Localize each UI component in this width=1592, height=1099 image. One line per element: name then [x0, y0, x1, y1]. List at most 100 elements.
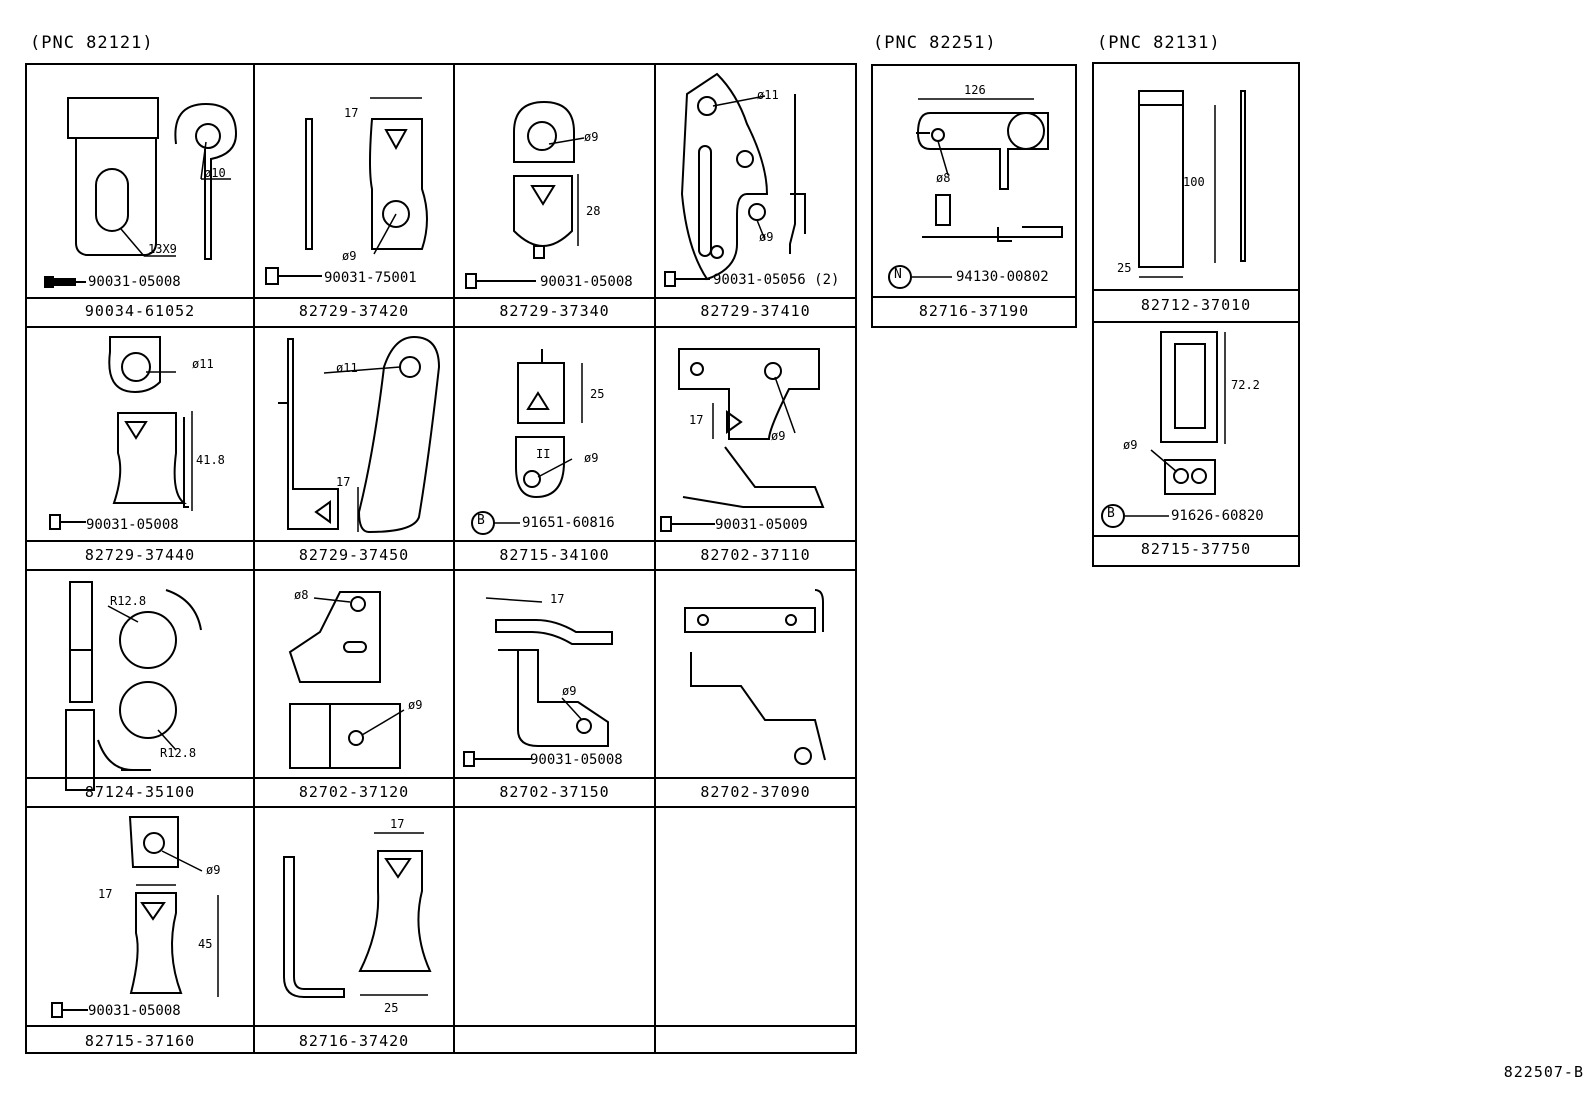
dim-label: 25	[590, 387, 605, 401]
bracket-drawing	[684, 589, 826, 765]
plate-drawing	[1138, 90, 1246, 278]
bolt-part-number: 90031-05009	[715, 517, 808, 533]
bracket-drawing	[664, 72, 806, 287]
bolt-part-number: 90031-05008	[530, 752, 623, 768]
part-cell-82729-37340[interactable]: ø9 28 90031-05008	[454, 64, 655, 327]
clamp-drawing	[49, 336, 193, 530]
marker-n-icon: N	[894, 267, 902, 282]
pnc-82121-header: (PNC 82121)	[30, 33, 154, 53]
bolt-part-number: 90031-05056 (2)	[713, 272, 840, 288]
part-cell-82712-37010[interactable]: 100 25	[1093, 63, 1299, 290]
bracket-drawing	[278, 335, 441, 534]
dim-label: ø9	[759, 230, 774, 244]
dim-label: ø8	[294, 588, 309, 602]
bolt-part-number: 90031-05008	[540, 274, 633, 290]
part-cell-82716-37420[interactable]: 17 25	[254, 807, 454, 1026]
part-number: 82729-37440	[84, 546, 196, 564]
part-cell-82715-37750[interactable]: 72.2 ø9 B 91626-60820	[1093, 322, 1299, 536]
part-cell-82702-37120[interactable]: ø8 ø9	[254, 570, 454, 807]
dim-label: ø11	[192, 357, 214, 371]
part-cell-82729-37420[interactable]: 17 ø9 90031-75001	[254, 64, 454, 327]
pnc-82131-header: (PNC 82131)	[1097, 33, 1221, 53]
dim-label: 17	[390, 817, 405, 831]
marker-b-icon: B	[1107, 506, 1115, 521]
part-cell-82715-34100[interactable]: 25 ø9 II B 91651-60816	[454, 327, 655, 570]
part-cell-90034-61052[interactable]: 13X9 ø10 90031-05008	[26, 64, 254, 327]
dim-label: 72.2	[1231, 378, 1260, 392]
part-number: 82715-34100	[499, 546, 610, 564]
dim-label: ø10	[204, 166, 226, 180]
bracket-drawing	[283, 832, 432, 998]
part-cell-82729-37410[interactable]: ø11 ø9 90031-05056 (2)	[655, 64, 856, 327]
dim-label: ø11	[336, 361, 358, 375]
part-cell-82716-37190[interactable]: 126 ø8 N 94130-00802	[872, 65, 1076, 297]
dim-label: ø9	[771, 429, 786, 443]
dim-label: II	[536, 447, 551, 461]
part-number: 82702-37120	[298, 783, 410, 801]
dim-label: 25	[384, 1001, 399, 1015]
dim-label: ø9	[408, 698, 423, 712]
dim-label: 28	[586, 204, 601, 218]
part-cell-82702-37150[interactable]: 17 ø9 90031-05008	[454, 570, 655, 807]
bolt-part-number: 91626-60820	[1171, 508, 1264, 524]
dim-label: R12.8	[110, 594, 147, 608]
dim-label: 100	[1183, 175, 1205, 189]
clip-drawing	[471, 349, 583, 535]
bolt-part-number: 90031-05008	[88, 1003, 181, 1019]
dim-label: 17	[344, 106, 359, 120]
clip-drawing	[1101, 331, 1226, 528]
dim-label: ø9	[342, 249, 357, 263]
bracket-drawing	[888, 98, 1063, 289]
part-number: 82716-37190	[918, 302, 1030, 320]
dim-label: ø9	[562, 684, 577, 698]
part-number: 90034-61052	[84, 302, 196, 320]
clamp-drawing	[44, 97, 238, 288]
part-number: 82715-37750	[1140, 540, 1252, 558]
dim-label: ø9	[206, 863, 221, 877]
dim-label: R12.8	[160, 746, 197, 760]
dim-label: ø9	[584, 451, 599, 465]
marker-b-icon: B	[477, 513, 485, 528]
part-cell-87124-35100[interactable]: R12.8 R12.8	[26, 570, 254, 807]
part-cell-82702-37090[interactable]	[655, 570, 856, 807]
bracket-drawing	[288, 591, 405, 769]
part-number: 82702-37090	[700, 783, 811, 801]
dim-label: 17	[336, 475, 351, 489]
bracket-drawing	[660, 348, 825, 532]
dim-label: ø9	[584, 130, 599, 144]
part-number: 82729-37420	[298, 302, 410, 320]
dim-label: ø8	[936, 171, 951, 185]
part-cell-82702-37110[interactable]: 17 ø9 90031-05009	[655, 327, 856, 570]
part-cell-82715-37160[interactable]: ø9 17 45 90031-05008	[26, 807, 254, 1026]
bracket-drawing	[463, 597, 613, 767]
part-number: 82729-37450	[298, 546, 410, 564]
bolt-part-number: 90031-05008	[88, 274, 181, 290]
part-number: 82702-37110	[700, 546, 811, 564]
dim-label: 126	[964, 83, 986, 97]
dim-label: 17	[550, 592, 565, 606]
dim-label: 25	[1117, 261, 1132, 275]
pnc-82251-header: (PNC 82251)	[873, 33, 997, 53]
clamp-drawing	[51, 816, 219, 1018]
diagram-reference: 822507-B	[1503, 1063, 1584, 1081]
part-number: 82716-37420	[298, 1032, 410, 1050]
part-cell-82729-37440[interactable]: ø11 41.8 90031-05008	[26, 327, 254, 570]
dim-label: 45	[198, 937, 213, 951]
bolt-part-number: 90031-05008	[86, 517, 179, 533]
part-number: 82729-37340	[499, 302, 610, 320]
bracket-drawing	[265, 97, 428, 285]
part-number: 82715-37160	[84, 1032, 196, 1050]
dim-label: ø9	[1123, 438, 1138, 452]
bolt-part-number: 91651-60816	[522, 515, 615, 531]
dim-label: 41.8	[196, 453, 225, 467]
dim-label: 13X9	[148, 242, 177, 256]
clip-drawing	[465, 100, 585, 289]
part-number: 82712-37010	[1140, 296, 1252, 314]
part-number: 82729-37410	[700, 302, 811, 320]
dim-label: ø11	[757, 88, 779, 102]
clamp-drawing	[65, 581, 202, 791]
bolt-part-number: 90031-75001	[324, 270, 417, 286]
dim-label: 17	[689, 413, 704, 427]
part-cell-82729-37450[interactable]: ø11 17	[254, 327, 454, 570]
